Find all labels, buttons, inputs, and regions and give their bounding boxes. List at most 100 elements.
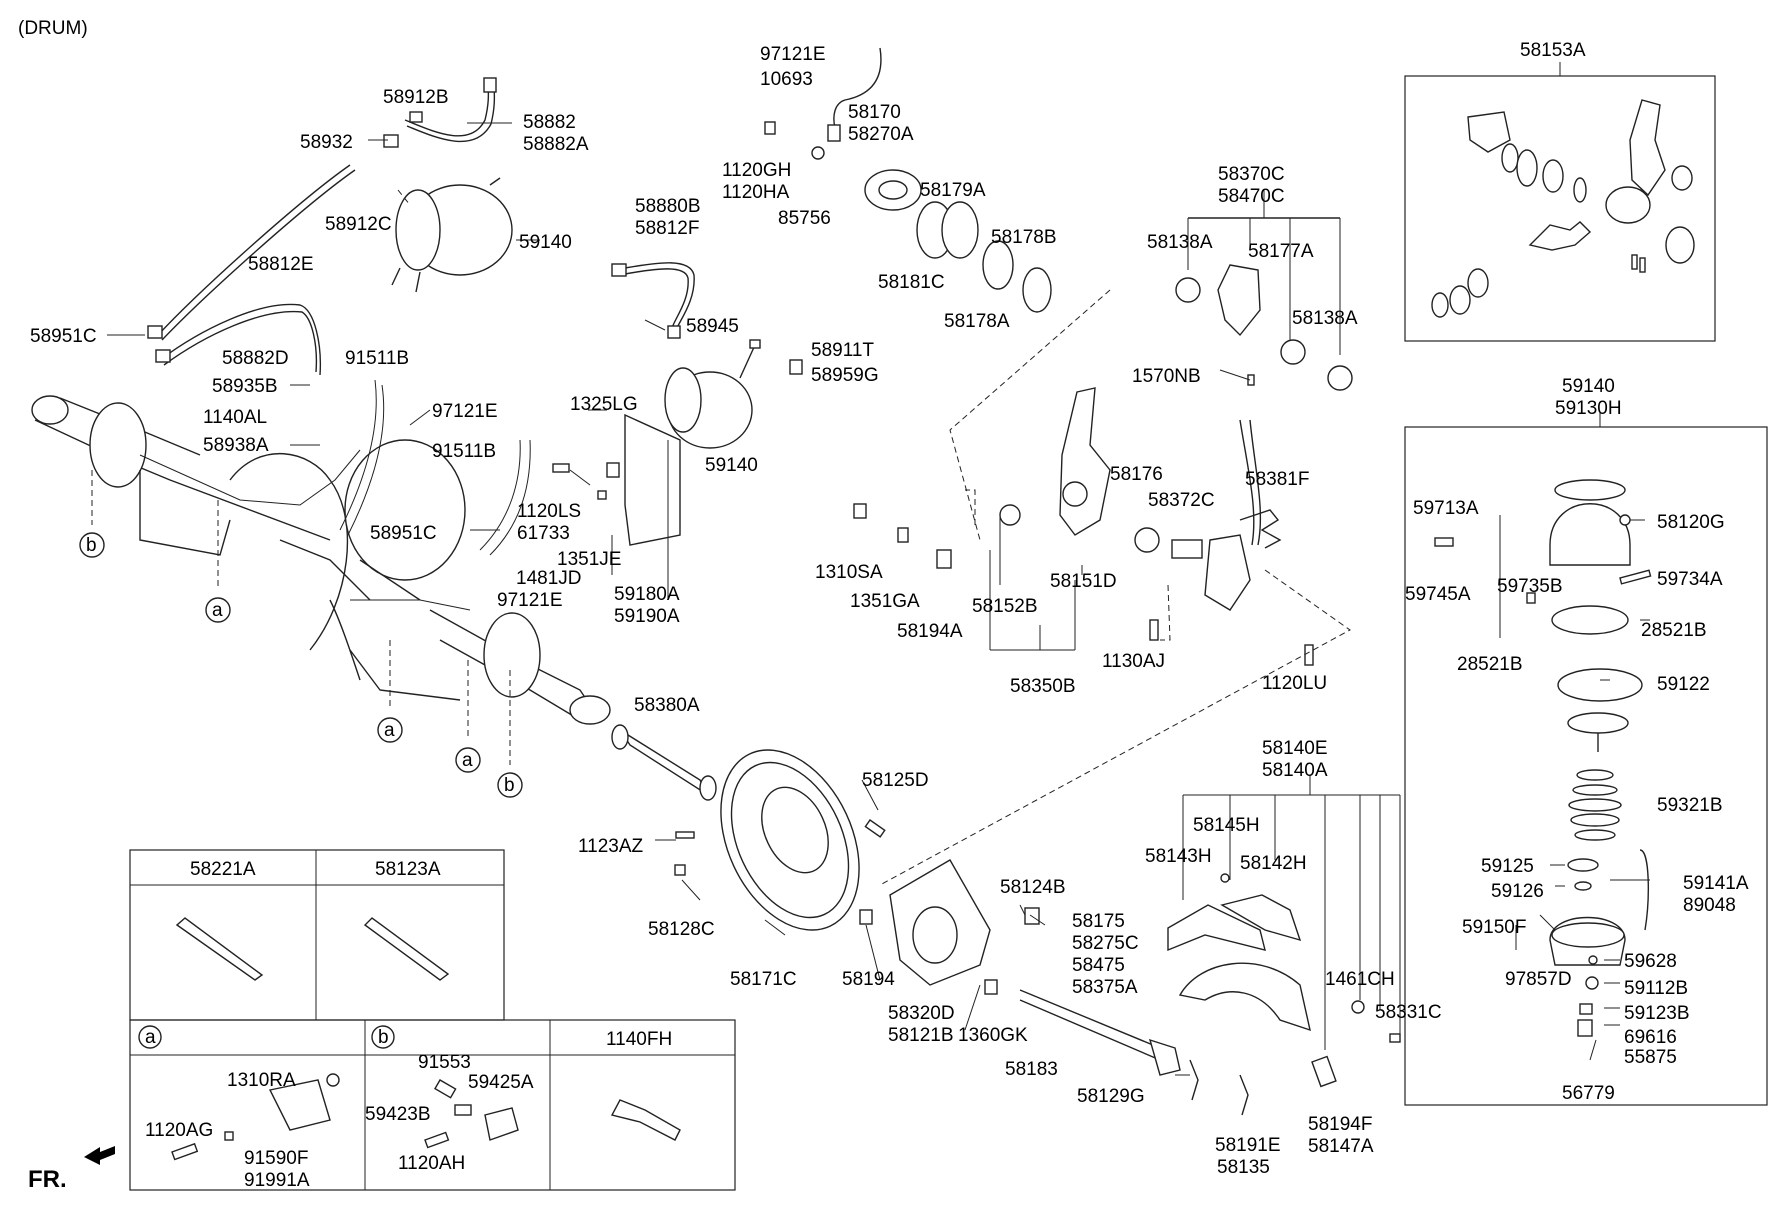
label-58938A: 58938A	[203, 435, 269, 456]
brake-chamber-middle	[552, 262, 803, 546]
backing-plate-group	[611, 724, 886, 931]
label-59423B: 59423B	[365, 1104, 431, 1125]
label-59140-c: 59140	[1562, 376, 1615, 397]
label-69616: 69616	[1624, 1027, 1677, 1048]
abs-sensor-group	[764, 47, 1052, 313]
label-1140AL: 1140AL	[203, 407, 267, 428]
label-97121E-top: 97121E	[760, 44, 826, 65]
callout-b-2-label: b	[504, 775, 515, 796]
label-58194A: 58194A	[897, 621, 963, 642]
front-arrow	[84, 1146, 115, 1165]
label-61733: 61733	[517, 523, 570, 544]
callout-b-1-label: b	[86, 535, 97, 556]
label-97121E-a: 97121E	[432, 401, 498, 422]
table-labels: 58221A 58123A a b 1140FH 1310RA 1120AG 9…	[145, 859, 672, 1191]
label-58125D: 58125D	[862, 770, 929, 791]
callout-a-2-label: a	[384, 720, 395, 741]
label-59130H: 59130H	[1555, 398, 1622, 419]
label-1130AJ: 1130AJ	[1102, 651, 1165, 672]
label-58882: 58882	[523, 112, 576, 133]
callout-b-1	[79, 532, 105, 558]
callout-a-3	[455, 747, 481, 773]
label-1123AZ: 1123AZ	[578, 836, 644, 857]
label-58129G: 58129G	[1077, 1086, 1145, 1107]
axle-callouts: b a a a b	[79, 470, 523, 798]
label-58194F: 58194F	[1308, 1114, 1372, 1135]
cam-bracket-set	[1175, 190, 1353, 546]
label-59321B: 59321B	[1657, 795, 1723, 816]
label-1570NB: 1570NB	[1132, 366, 1201, 387]
label-1120LS: 1120LS	[517, 501, 581, 522]
kit-59140-parts	[1434, 479, 1652, 1037]
label-28521B-a: 28521B	[1641, 620, 1707, 641]
label-58951C-b: 58951C	[370, 523, 437, 544]
label-97857D: 97857D	[1505, 969, 1572, 990]
label-58882A: 58882A	[523, 134, 589, 155]
label-58959G: 58959G	[811, 365, 879, 386]
label-1310SA: 1310SA	[815, 562, 883, 583]
label-56779: 56779	[1562, 1083, 1615, 1104]
label-58320D: 58320D	[888, 1003, 955, 1024]
label-58275C: 58275C	[1072, 933, 1139, 954]
label-55875: 55875	[1624, 1047, 1677, 1068]
label-58140E: 58140E	[1262, 738, 1328, 759]
axle-housing	[31, 395, 611, 725]
label-58191E: 58191E	[1215, 1135, 1281, 1156]
label-91991A: 91991A	[244, 1170, 310, 1191]
label-58176: 58176	[1110, 464, 1163, 485]
label-58147A: 58147A	[1308, 1136, 1374, 1157]
callout-b-2	[497, 772, 523, 798]
label-58380A: 58380A	[634, 695, 700, 716]
table-header-1140FH: 1140FH	[606, 1029, 672, 1050]
brake-chamber-upper	[391, 177, 513, 293]
label-59150F: 59150F	[1462, 917, 1526, 938]
label-58372C: 58372C	[1148, 490, 1215, 511]
label-91590F: 91590F	[244, 1148, 308, 1169]
label-59140-a: 59140	[519, 232, 572, 253]
label-97121E-b: 97121E	[497, 590, 563, 611]
label-58331C: 58331C	[1375, 1002, 1442, 1023]
label-59734A: 59734A	[1657, 569, 1723, 590]
label-58178A: 58178A	[944, 311, 1010, 332]
label-58128C: 58128C	[648, 919, 715, 940]
table-header-a: a	[145, 1027, 156, 1048]
label-59425A: 59425A	[468, 1072, 534, 1093]
brake-lines-axle	[139, 379, 531, 611]
label-58181C: 58181C	[878, 272, 945, 293]
label-58350B: 58350B	[1010, 676, 1076, 697]
label-58882D: 58882D	[222, 348, 289, 369]
label-58140A: 58140A	[1262, 760, 1328, 781]
label-58142H: 58142H	[1240, 853, 1307, 874]
kit-box-59140	[1404, 426, 1768, 1106]
label-59140-b: 59140	[705, 455, 758, 476]
leader-lines	[107, 122, 1650, 1076]
label-59180A: 59180A	[614, 584, 680, 605]
label-59112B: 59112B	[1624, 978, 1688, 999]
label-1120AH: 1120AH	[398, 1153, 465, 1174]
label-91511B-a: 91511B	[345, 348, 409, 369]
label-58124B: 58124B	[1000, 877, 1066, 898]
front-label: FR.	[28, 1166, 67, 1193]
label-58135: 58135	[1217, 1157, 1270, 1178]
label-10693: 10693	[760, 69, 813, 90]
callout-a-2	[377, 717, 403, 743]
label-1481JD: 1481JD	[516, 568, 582, 589]
label-58945: 58945	[686, 316, 739, 337]
label-58145H: 58145H	[1193, 815, 1260, 836]
label-58812E: 58812E	[248, 254, 314, 275]
label-58170: 58170	[848, 102, 901, 123]
label-59735B: 59735B	[1497, 576, 1563, 597]
label-1120LU: 1120LU	[1262, 673, 1327, 694]
label-58143H: 58143H	[1145, 846, 1212, 867]
label-28521B-b: 28521B	[1457, 654, 1523, 675]
bottom-table	[129, 849, 736, 1191]
label-59123B: 59123B	[1624, 1003, 1690, 1024]
label-59745A: 59745A	[1405, 584, 1471, 605]
label-58912C: 58912C	[325, 214, 392, 235]
label-1351JE: 1351JE	[557, 549, 621, 570]
label-58370C: 58370C	[1218, 164, 1285, 185]
label-58932: 58932	[300, 132, 353, 153]
label-59628: 59628	[1624, 951, 1677, 972]
